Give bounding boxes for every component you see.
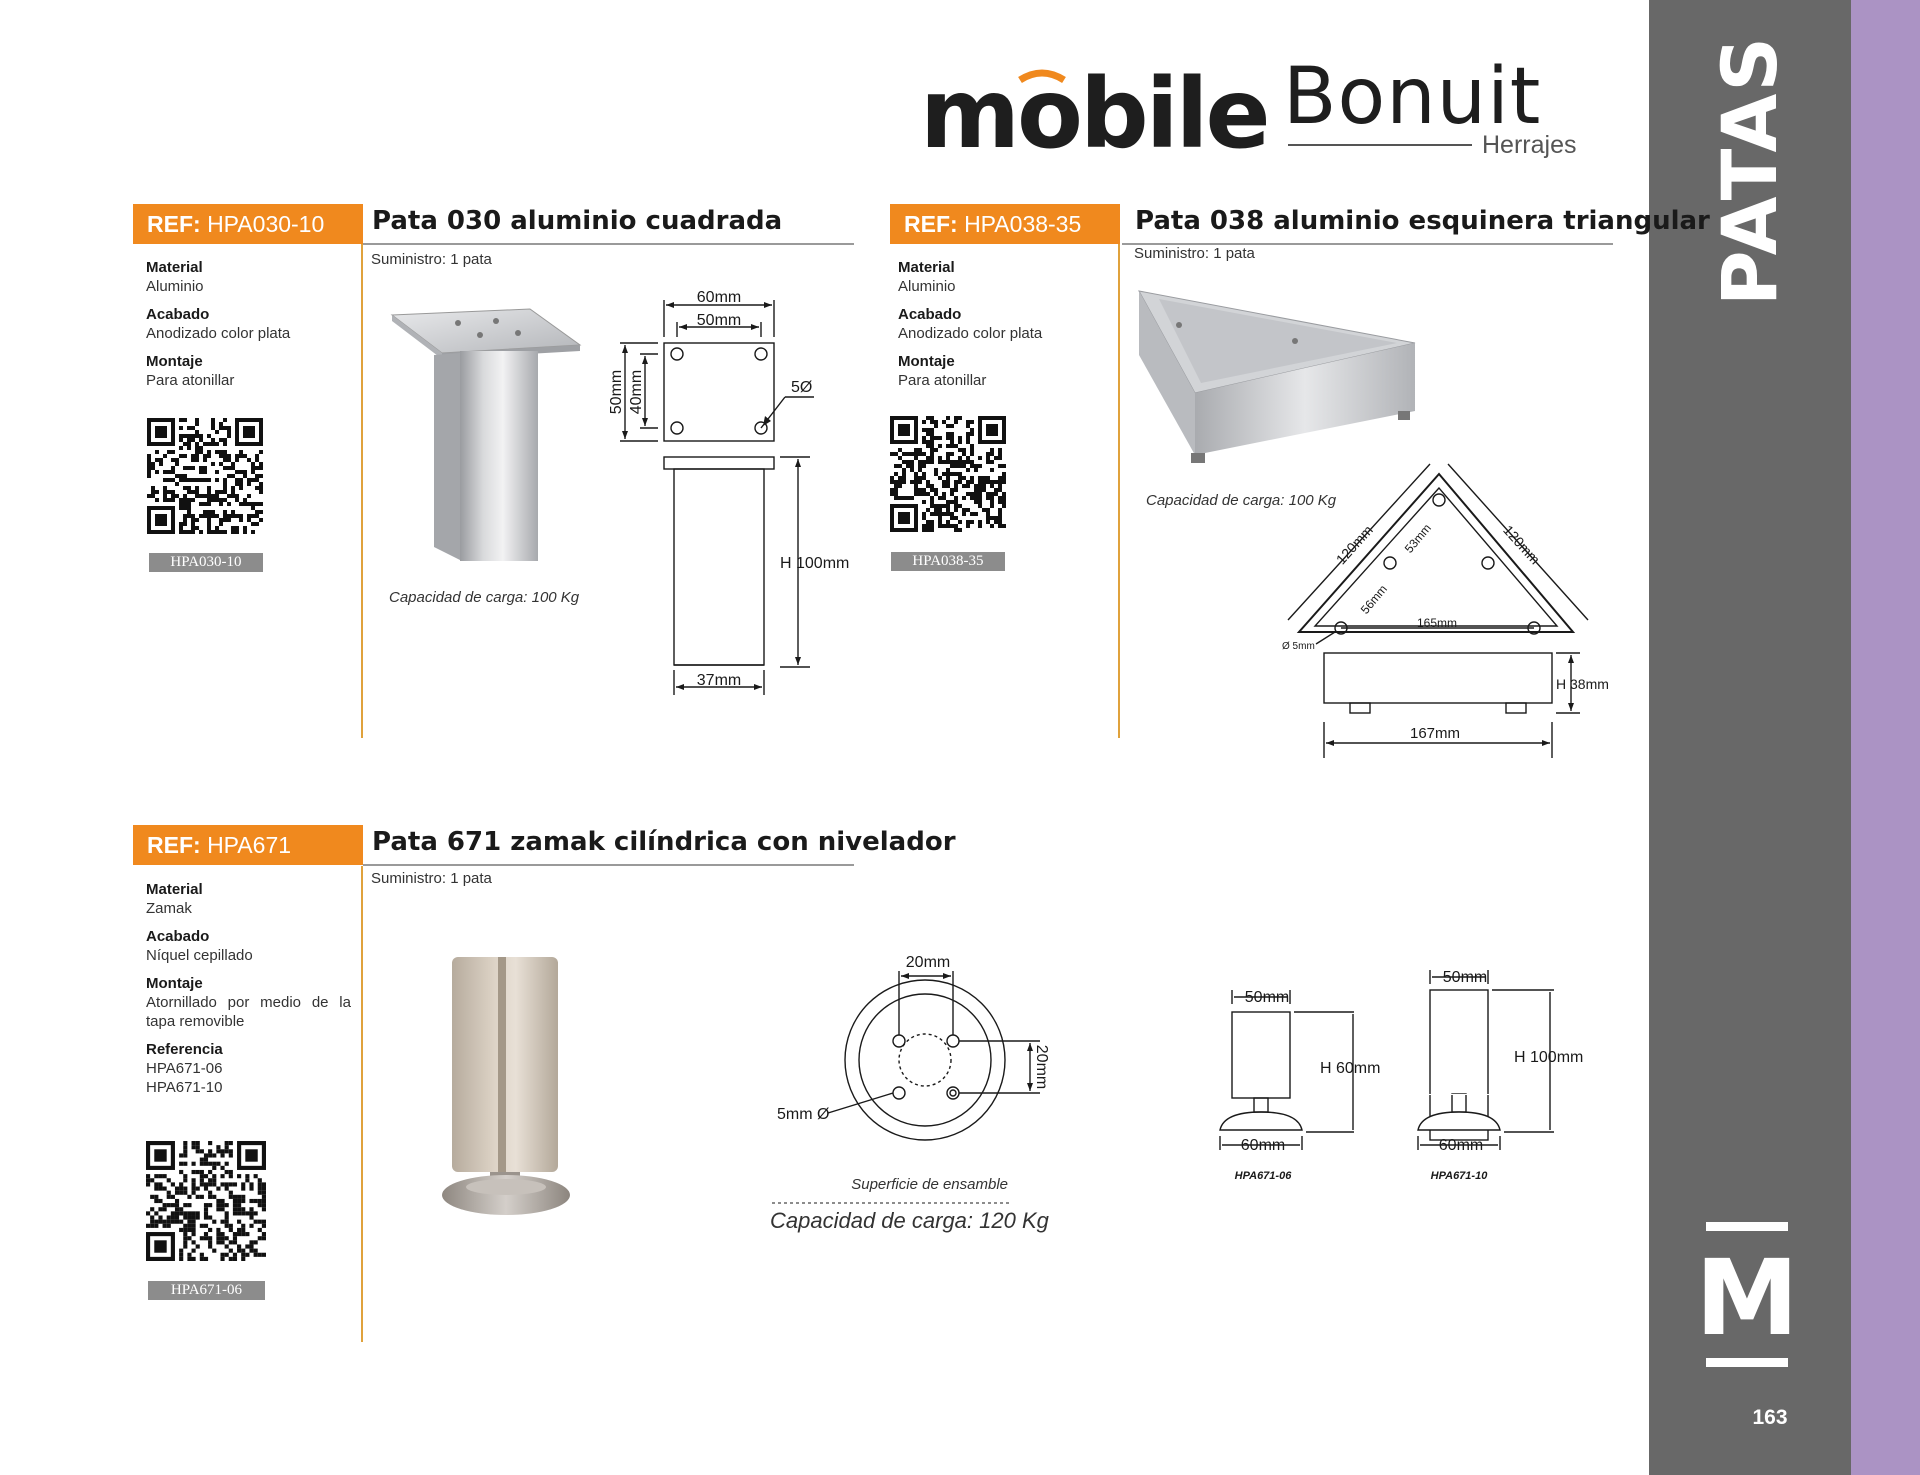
ref-code: HPA038-35 bbox=[964, 211, 1082, 237]
section-letter: M bbox=[1695, 1237, 1799, 1359]
spec-label: Montaje bbox=[146, 975, 203, 992]
technical-drawing-leg-variants: 50mm H 60mm 60mm HPA671-06 50mm H 100mm … bbox=[1219, 969, 1583, 1182]
dim-label: H 60mm bbox=[1320, 1060, 1380, 1077]
variant-code: HPA671-06 bbox=[1235, 1170, 1293, 1182]
variant-code: HPA671-10 bbox=[1431, 1170, 1489, 1182]
product-title: Pata 671 zamak cilíndrica con nivelador bbox=[372, 827, 956, 857]
spec-value: Aluminio bbox=[146, 278, 204, 295]
dim-label: 60mm bbox=[1439, 1137, 1483, 1154]
spec-value: Aluminio bbox=[898, 278, 956, 295]
dim-label: 50mm bbox=[697, 312, 741, 329]
spec-label: Material bbox=[146, 259, 203, 276]
spec-label: Montaje bbox=[898, 353, 955, 370]
spec-value: Anodizado color plata bbox=[898, 325, 1043, 342]
dim-label: 37mm bbox=[697, 672, 741, 689]
qr-code[interactable] bbox=[147, 418, 263, 534]
brand-divider bbox=[1288, 144, 1472, 146]
page-number: 163 bbox=[1752, 1406, 1788, 1429]
supply-text: Suministro: 1 pata bbox=[371, 251, 492, 268]
supply-text: Suministro: 1 pata bbox=[1134, 245, 1255, 262]
dim-label: H 100mm bbox=[1514, 1049, 1583, 1066]
title-rule bbox=[363, 864, 854, 866]
dim-label: 50mm bbox=[1443, 969, 1487, 986]
capacity-text: Capacidad de carga: 100 Kg bbox=[389, 589, 580, 606]
ref-box-hpa038: REF: HPA038-35 bbox=[890, 204, 1120, 244]
qr-label: HPA030-10 bbox=[149, 553, 263, 572]
dim-label: 40mm bbox=[628, 370, 645, 414]
dim-label: 20mm bbox=[906, 954, 950, 971]
spec-value: Anodizado color plata bbox=[146, 325, 291, 342]
section-title: PATAS bbox=[1655, 34, 1845, 305]
ref-box-hpa671: REF: HPA671 bbox=[133, 825, 363, 865]
ref-box-hpa030: REF: HPA030-10 bbox=[133, 204, 363, 244]
product-photo-square-leg bbox=[390, 308, 582, 561]
column-divider bbox=[361, 866, 363, 1342]
spec-value: Para atonillar bbox=[146, 372, 235, 389]
technical-drawing-square-leg: 60mm 50mm 50mm 40mm 5Ø H 100mm 37mm bbox=[608, 289, 849, 695]
dim-label: 120mm bbox=[1333, 522, 1376, 567]
spec-label: Referencia bbox=[146, 1041, 223, 1058]
qr-label: HPA038-35 bbox=[891, 552, 1005, 571]
spec-label: Material bbox=[146, 881, 203, 898]
dim-label: H 100mm bbox=[780, 555, 849, 572]
qr-code[interactable] bbox=[890, 416, 1006, 532]
dim-label: 120mm bbox=[1500, 522, 1543, 567]
spec-value: HPA671-06 bbox=[146, 1060, 223, 1077]
spec-value: Zamak bbox=[146, 900, 192, 917]
product-title: Pata 030 aluminio cuadrada bbox=[372, 206, 783, 236]
technical-drawing-mounting-plate: 20mm 20mm 5mm Ø Superficie de ensamble C… bbox=[770, 954, 1050, 1233]
dim-label: 5Ø bbox=[791, 379, 812, 396]
spec-label: Montaje bbox=[146, 353, 203, 370]
brand-logo-mobile-accent bbox=[1018, 69, 1066, 84]
spec-list: Material Zamak Acabado Níquel cepillado … bbox=[146, 881, 351, 1097]
brand-logo-mobile: mobile bbox=[920, 58, 1271, 170]
brand-logo-bonuit: Bonuit bbox=[1283, 52, 1542, 142]
capacity-text: Capacidad de carga: 120 Kg bbox=[770, 1208, 1050, 1233]
dim-label: 5mm Ø bbox=[777, 1106, 829, 1123]
product-photo-cylindrical-leg bbox=[442, 957, 570, 1215]
brand-tagline: Herrajes bbox=[1482, 131, 1577, 159]
supply-text: Suministro: 1 pata bbox=[371, 870, 492, 887]
spec-label: Acabado bbox=[146, 306, 210, 323]
dim-label: 165mm bbox=[1417, 616, 1457, 630]
spec-value: Níquel cepillado bbox=[146, 947, 253, 964]
section-title-text: PATAS bbox=[1705, 34, 1795, 306]
dim-label: 50mm bbox=[1245, 989, 1289, 1006]
column-divider bbox=[1118, 244, 1120, 738]
title-rule bbox=[1122, 243, 1613, 245]
dim-label: Ø 5mm bbox=[1282, 641, 1315, 652]
dim-label: H 38mm bbox=[1556, 676, 1609, 692]
dim-label: 167mm bbox=[1410, 725, 1460, 742]
capacity-text: Capacidad de carga: 100 Kg bbox=[1146, 492, 1337, 509]
dim-label: 56mm bbox=[1358, 582, 1390, 617]
spec-list: Material Aluminio Acabado Anodizado colo… bbox=[146, 259, 356, 390]
spec-label: Material bbox=[898, 259, 955, 276]
dim-label: 50mm bbox=[608, 370, 625, 414]
title-rule bbox=[363, 243, 854, 245]
sidebar-accent-band bbox=[1851, 0, 1920, 1475]
spec-value: Para atonillar bbox=[898, 372, 987, 389]
spec-value: HPA671-10 bbox=[146, 1079, 223, 1096]
ref-code: HPA671 bbox=[207, 832, 292, 858]
column-divider bbox=[361, 244, 363, 738]
qr-code[interactable] bbox=[146, 1141, 266, 1261]
product-photo-triangular-leg bbox=[1138, 290, 1416, 463]
dim-label: 53mm bbox=[1402, 521, 1434, 556]
dim-label: 60mm bbox=[1241, 1137, 1285, 1154]
section-letter-logo: M bbox=[1695, 1222, 1799, 1367]
product-title: Pata 038 aluminio esquinera triangular bbox=[1135, 206, 1710, 236]
dim-label: 60mm bbox=[697, 289, 741, 306]
ref-code: HPA030-10 bbox=[207, 211, 325, 237]
technical-drawing-triangular-leg: 120mm 120mm 56mm 53mm 165mm Ø 5mm H 38mm… bbox=[1282, 463, 1609, 758]
qr-label: HPA671-06 bbox=[148, 1281, 265, 1300]
surface-label: Superficie de ensamble bbox=[851, 1176, 1008, 1193]
spec-list: Material Aluminio Acabado Anodizado colo… bbox=[898, 259, 1108, 390]
spec-value: Atornillado por medio de la tapa removib… bbox=[146, 994, 351, 1030]
spec-label: Acabado bbox=[898, 306, 962, 323]
dim-label: 20mm bbox=[1033, 1045, 1050, 1089]
spec-label: Acabado bbox=[146, 928, 210, 945]
